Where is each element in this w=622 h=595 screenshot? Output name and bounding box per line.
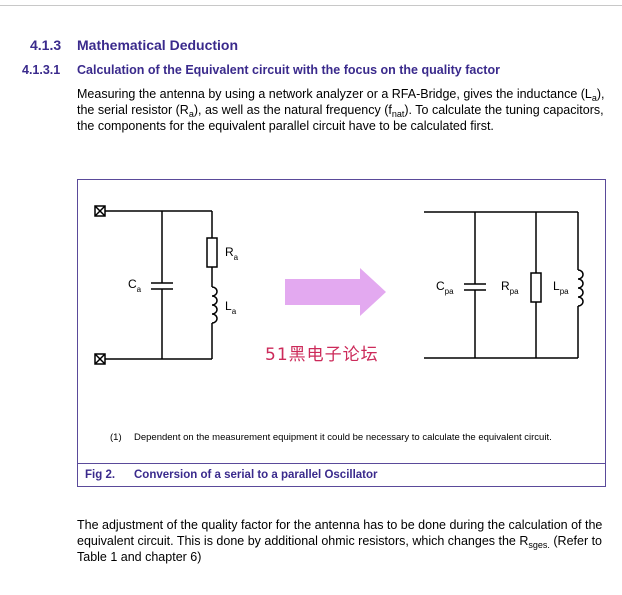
intro-paragraph: Measuring the antenna by using a network… [77,87,605,133]
figure-title: Conversion of a serial to a parallel Osc… [134,469,378,481]
label-lpa: Lpa [553,279,569,296]
figure-note: (1) Dependent on the measurement equipme… [110,431,580,444]
label-rpa: Rpa [501,279,519,296]
inductor-lpa [577,269,584,307]
subsection-number: 4.1.3.1 [22,63,61,77]
closing-paragraph: The adjustment of the quality factor for… [77,518,603,564]
inductor-la [211,286,218,324]
circuit-diagram: Ca Ra La Cpa Rpa Lpa [94,205,584,365]
serial-circuit [94,205,218,365]
note-text: Dependent on the measurement equipment i… [134,432,552,443]
label-ra: Ra [225,245,239,262]
subsection-heading: 4.1.3.1 Calculation of the Equivalent cir… [22,63,500,77]
section-title: Mathematical Deduction [77,37,239,53]
figure-box: Ca Ra La Cpa Rpa Lpa 51黑电子论坛 (1) Depende… [77,179,606,487]
section-heading: 4.1.3 Mathematical Deduction [30,37,238,53]
parallel-circuit [424,211,584,359]
subsection-title: Calculation of the Equivalent circuit wi… [77,63,500,77]
label-cpa: Cpa [436,279,454,296]
watermark-text: 51黑电子论坛 [265,345,379,365]
note-marker: (1) [110,432,122,443]
label-la: La [225,299,237,316]
conversion-arrow [285,268,386,316]
resistor-rpa [530,272,542,303]
section-number: 4.1.3 [30,37,62,53]
figure-caption: Fig 2. Conversion of a serial to a parall… [78,463,605,487]
terminal-bottom [94,353,106,365]
resistor-ra [206,237,218,268]
header-rule [0,0,622,6]
label-ca: Ca [128,277,142,294]
terminal-top [94,205,106,217]
figure-label: Fig 2. [85,469,116,481]
